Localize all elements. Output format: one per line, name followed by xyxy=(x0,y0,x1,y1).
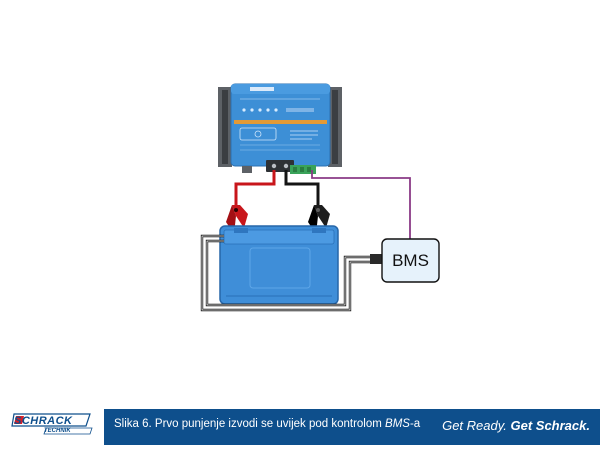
battery-charger xyxy=(230,83,331,167)
figure-caption: Slika 6. Prvo punjenje izvodi se uvijek … xyxy=(114,418,420,430)
slogan-bold: Get Schrack. xyxy=(510,418,591,433)
slogan-regular: Get Ready. xyxy=(442,418,507,433)
negative-cable xyxy=(284,170,320,205)
caption-text: Slika 6. Prvo punjenje izvodi se uvijek … xyxy=(114,418,386,430)
bms-cable-connectors xyxy=(370,254,382,264)
bms-unit: BMS xyxy=(381,238,440,283)
positive-cable xyxy=(234,170,276,205)
caption-italic: BMS xyxy=(385,418,410,430)
slogan: Get Ready. Get Schrack. xyxy=(442,418,590,433)
bms-sensor-cable xyxy=(200,234,380,312)
charger-status-led-icons xyxy=(242,108,314,112)
caption-suffix: -a xyxy=(409,418,421,430)
charger-mode-button-icon xyxy=(254,130,262,138)
charger-signal-connector xyxy=(290,165,316,174)
charger-logo-icon xyxy=(250,87,274,91)
charger-control-wire xyxy=(311,170,411,240)
bms-label: BMS xyxy=(392,251,429,270)
logo-subtext: TECHNIK xyxy=(44,428,71,434)
charger-orange-band xyxy=(234,120,327,124)
battery xyxy=(219,225,339,305)
footer-bar xyxy=(104,409,600,445)
logo-text: SCHRACK xyxy=(14,415,73,427)
charger-output-terminals xyxy=(242,160,294,173)
wiring-diagram: BMS xyxy=(200,83,440,312)
schrack-logo-icon xyxy=(11,413,93,435)
